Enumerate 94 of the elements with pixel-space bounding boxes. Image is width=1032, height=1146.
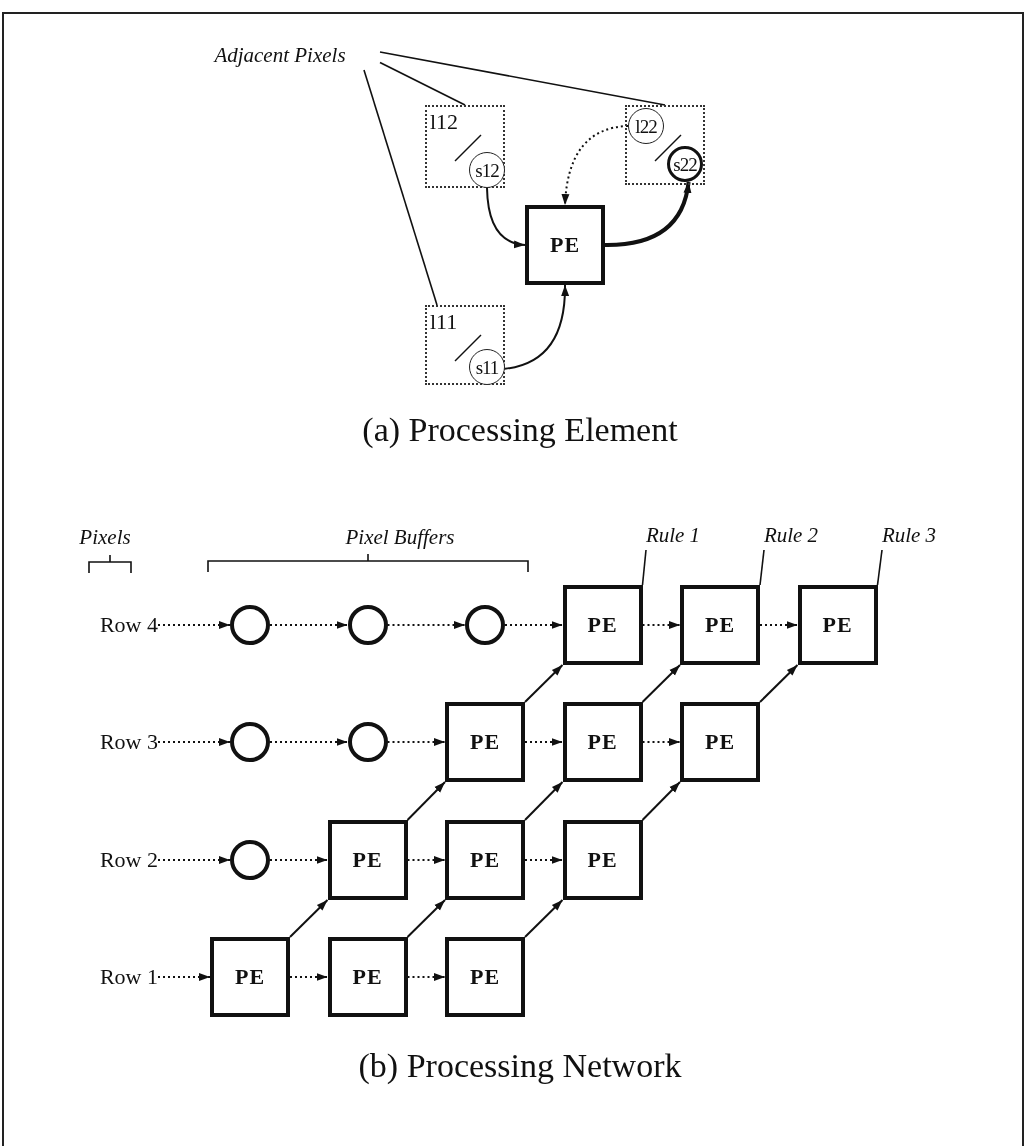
pe-label: PE [469,966,501,988]
arrow [157,621,231,629]
buffer-circle [465,605,505,645]
pixel-label: l11 [430,311,458,333]
arrow [504,284,569,370]
pixel-label: l12 [430,111,459,133]
processing-element-box [680,585,760,665]
arrow [604,181,691,247]
pe-label: PE [704,731,736,753]
pixel-circle [469,152,505,188]
processing-element-box [445,820,525,900]
pixel-box [425,105,505,188]
arrow [641,738,681,746]
arrow [524,856,564,864]
buffer-circle [230,605,270,645]
pe-label: PE [234,966,266,988]
pixel-circle [667,146,703,182]
arrow [269,738,349,746]
pixel-box [625,105,705,185]
arrow [641,621,681,629]
figure-caption: (a) Processing Element [361,410,679,450]
arrow [269,621,349,629]
arrow [759,664,799,703]
annotation-text: Rule 3 [881,524,937,546]
leader-line [759,549,765,586]
arrow [524,738,564,746]
arrow [269,856,329,864]
annotation-text: Rule 2 [763,524,819,546]
pe-label: PE [587,731,618,753]
arrow [524,781,564,821]
pe-label: PE [352,966,383,988]
arrow [641,781,681,821]
bracket-label: Pixel Buffers [344,523,456,551]
pixel-box [425,305,505,385]
arrow [759,621,799,629]
figure-caption: (b) Processing Network [357,1046,683,1086]
arrow [406,973,446,981]
processing-element-box [210,937,290,1017]
annotation-text: Rule 1 [645,524,701,546]
arrow [641,664,681,703]
pe-label: PE [549,234,581,256]
pe-label: PE [587,614,618,636]
arrow [289,973,329,981]
arrow [386,738,446,746]
processing-element-box [445,702,525,782]
leader-line [363,69,438,306]
pixel-label: l22 [635,116,657,136]
arrow [406,856,446,864]
processing-element-box [327,937,408,1017]
leader-line [876,549,883,586]
arrow [289,899,329,938]
row-label: Row 3 [99,731,158,753]
row-label: Row 2 [99,849,158,871]
leader-line [641,549,647,586]
pixel-label: s12 [475,160,499,180]
processing-element-box [562,585,643,665]
pe-label: PE [822,614,853,636]
pe-label: PE [587,849,618,871]
pe-label: PE [352,849,383,871]
pe-label: PE [704,614,736,636]
buffer-circle [347,605,388,645]
leader-line [379,51,666,106]
pixel-circle [469,349,505,385]
pixel-label: s22 [673,154,697,174]
arrow [486,187,526,248]
arrow [524,664,564,703]
processing-element-box [445,937,525,1017]
buffer-circle [347,722,388,762]
arrow [524,899,564,938]
pe-label: PE [469,849,501,871]
row-label: Row 1 [99,966,158,988]
buffer-circle [230,722,270,762]
buffer-circle [230,840,270,880]
processing-element-box [525,205,605,285]
arrow [157,973,211,981]
leader-line [379,61,466,106]
processing-element-box [562,702,643,782]
arrow [406,899,446,938]
processing-element-box [680,702,760,782]
arrow [561,125,629,206]
pixel-circle [628,108,664,144]
arrow [504,621,564,629]
processing-element-box [797,585,878,665]
arrow [157,738,231,746]
bracket-label: Pixels [78,523,132,551]
arrow [386,621,466,629]
arrow [406,781,446,821]
processing-element-box [327,820,408,900]
pe-label: PE [469,731,501,753]
processing-element-box [562,820,643,900]
annotation-text: Adjacent Pixels [214,44,346,66]
arrow [157,856,231,864]
pixel-label: s11 [475,357,499,377]
row-label: Row 4 [99,614,158,636]
